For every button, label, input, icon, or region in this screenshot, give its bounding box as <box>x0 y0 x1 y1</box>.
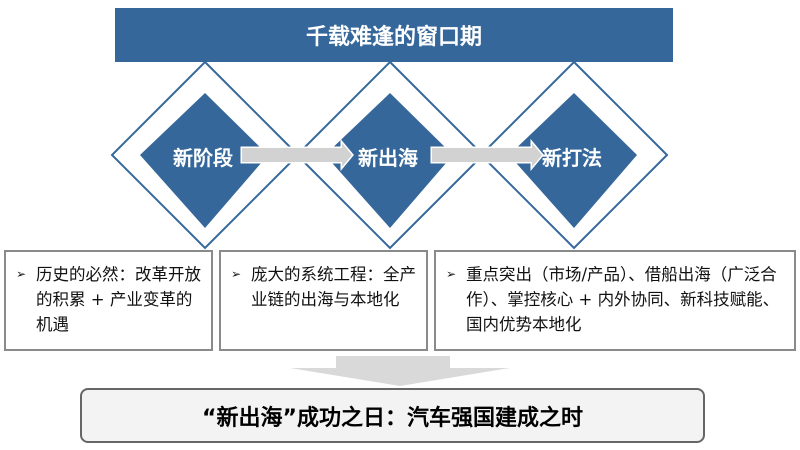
bullet-arrow-icon: ➢ <box>16 267 27 281</box>
stage-description: 庞大的系统工程：全产业链的出海与本地化 <box>251 265 416 309</box>
bullet-arrow-icon: ➢ <box>231 267 242 281</box>
conclusion-box: “新出海”成功之日：汽车强国建成之时 <box>80 388 705 443</box>
stage-label: 新出海 <box>358 146 418 170</box>
stage-diamond-3 <box>479 60 669 250</box>
arrow-right-icon <box>240 138 354 172</box>
stage-diamond-1 <box>110 60 300 250</box>
stage-description: 历史的必然：改革开放的积累 + 产业变革的机遇 <box>36 265 201 334</box>
stage-description-box: ➢ 重点突出（市场/产品）、借船出海（广泛合作）、掌控核心 + 内外协同、新科技… <box>434 250 796 351</box>
stage-label: 新打法 <box>542 146 602 170</box>
title-banner: 千载难逢的窗口期 <box>115 8 673 62</box>
stage-label: 新阶段 <box>173 146 233 170</box>
arrow-down-icon <box>290 356 510 386</box>
stage-description-box: ➢ 历史的必然：改革开放的积累 + 产业变革的机遇 <box>4 250 213 351</box>
stage-diamond-2 <box>295 60 485 250</box>
arrow-right-icon <box>430 138 544 172</box>
stage-description-box: ➢ 庞大的系统工程：全产业链的出海与本地化 <box>219 250 428 351</box>
stage-description: 重点突出（市场/产品）、借船出海（广泛合作）、掌控核心 + 内外协同、新科技赋能… <box>466 265 780 334</box>
bullet-arrow-icon: ➢ <box>446 267 457 281</box>
